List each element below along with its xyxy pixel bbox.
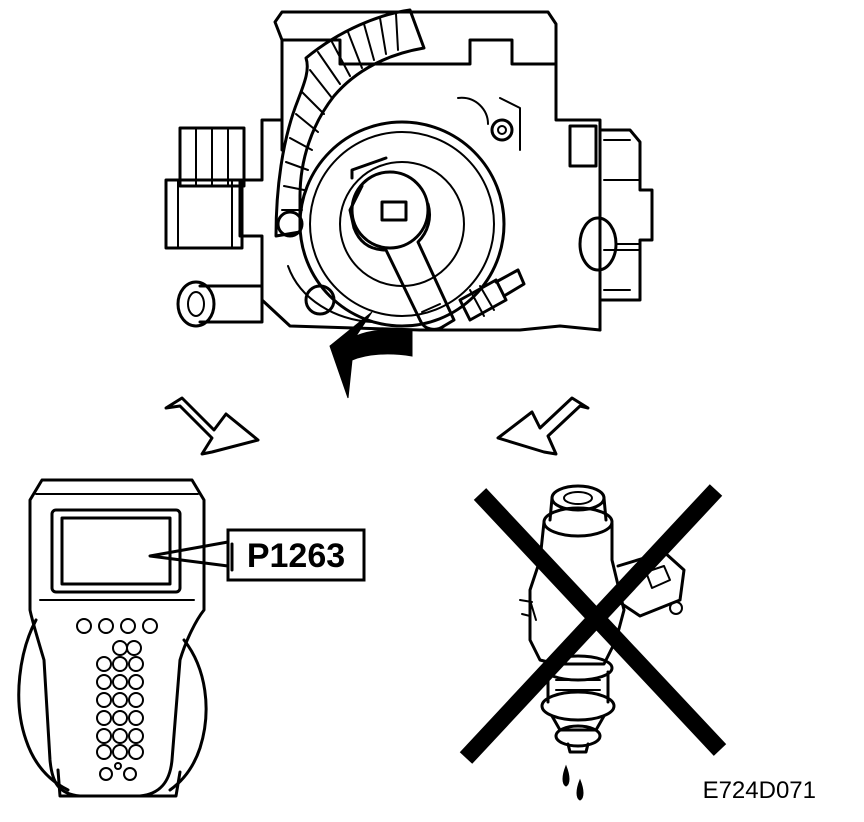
callout-pointer [148, 540, 230, 568]
function-button [98, 618, 114, 634]
dtc-code: P1263 [247, 537, 345, 575]
dtc-box [226, 528, 366, 582]
fuel-drop-icon [576, 778, 584, 801]
rotation-arrow-icon [329, 311, 413, 399]
fuel-drop-icon [562, 764, 570, 787]
function-button [120, 618, 136, 634]
throttle-body-icon [164, 8, 654, 332]
keypad [96, 640, 144, 781]
scan-tool-icon [17, 478, 208, 798]
cross-mark-icon [459, 484, 727, 764]
scan-tool-screen [60, 516, 172, 586]
left-outline-arrow-icon [164, 396, 260, 456]
function-button [142, 618, 158, 634]
function-button [76, 618, 92, 634]
fuel-injector-icon [519, 484, 686, 801]
right-outline-arrow-icon [496, 396, 590, 456]
dtc-callout: P1263 [148, 528, 366, 582]
figure-id: E724D071 [703, 777, 816, 804]
